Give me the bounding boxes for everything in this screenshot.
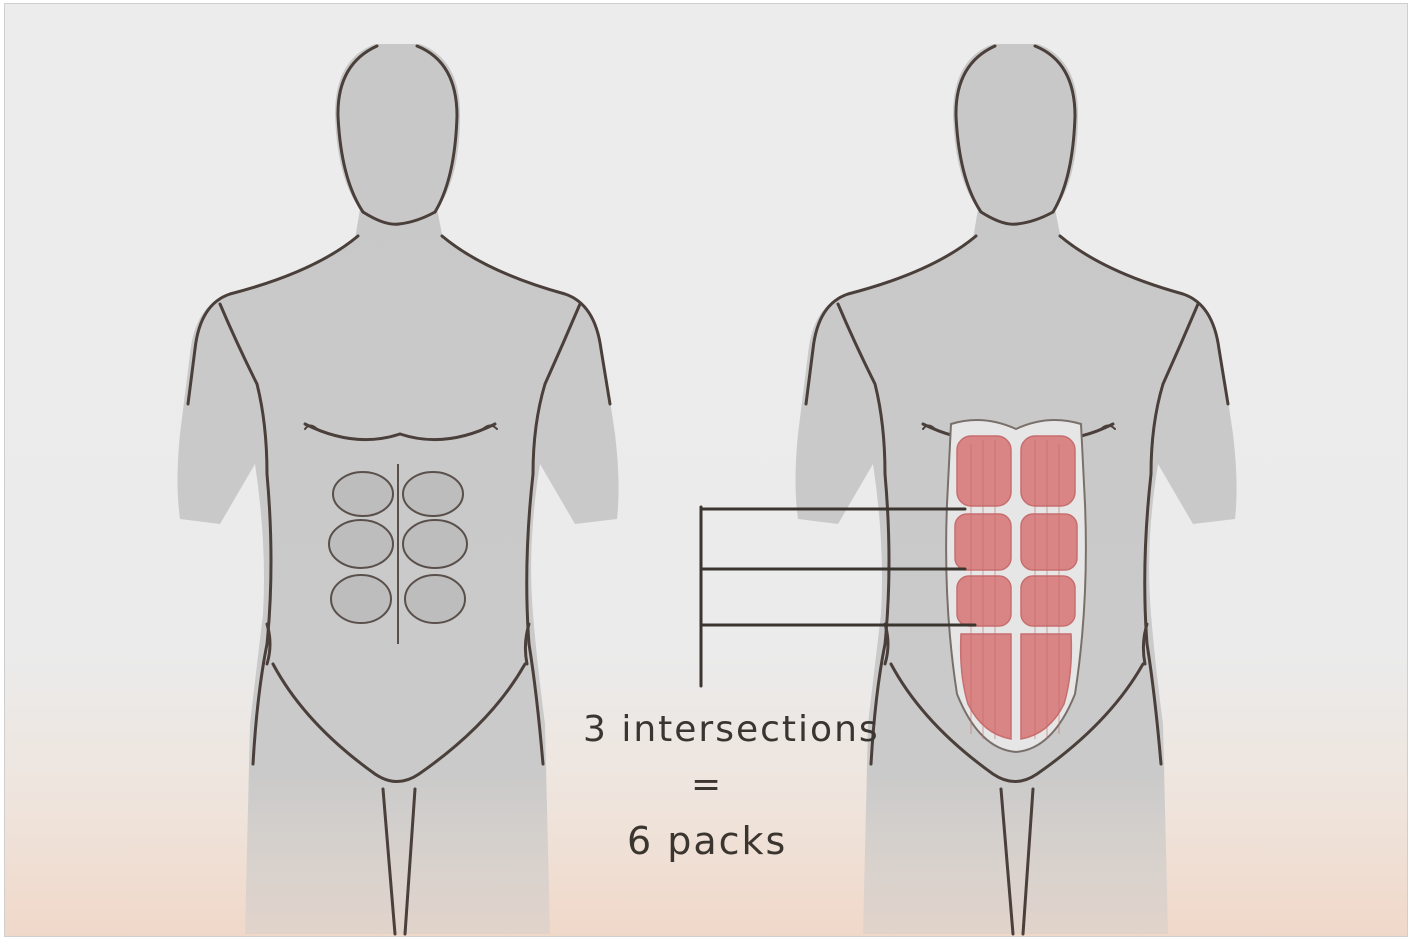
annotation-line-2: 6 packs [627, 819, 787, 863]
annotation-line-1: 3 intersections [583, 709, 880, 750]
right-torso-figure [796, 44, 1237, 934]
illustration-canvas: 3 intersections = 6 packs [4, 3, 1408, 937]
left-torso-figure [178, 44, 619, 934]
left-abs [329, 464, 467, 644]
annotation-equals: = [691, 764, 723, 805]
anatomy-illustration: 3 intersections = 6 packs [5, 4, 1407, 936]
